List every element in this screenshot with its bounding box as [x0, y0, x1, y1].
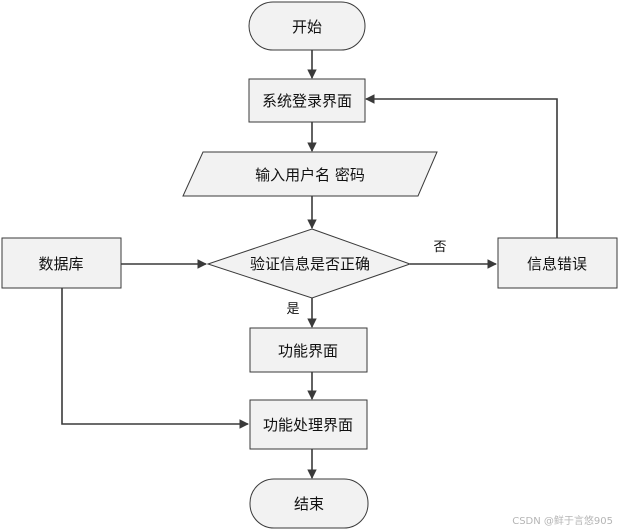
no-edge-label: 否 [433, 240, 446, 255]
verify-label: 验证信息是否正确 [250, 255, 370, 273]
start-terminal [248, 1, 366, 51]
yes-edge-label: 是 [286, 302, 299, 317]
database-label: 数据库 [38, 255, 83, 273]
login-box [248, 78, 366, 123]
function-process-label: 功能处理界面 [263, 416, 353, 434]
end-label: 结束 [294, 495, 324, 513]
verify-diamond [206, 228, 412, 299]
login-label: 系统登录界面 [262, 92, 352, 110]
function-label: 功能界面 [278, 342, 338, 360]
function-box [249, 327, 368, 373]
error-box [497, 237, 618, 289]
database-box [1, 237, 122, 289]
end-terminal [249, 478, 369, 529]
start-label: 开始 [292, 18, 322, 36]
input-label: 输入用户名 密码 [255, 166, 365, 184]
function-process-box [249, 399, 368, 450]
edge-database-to-process [61, 288, 249, 429]
watermark-text: CSDN @鲜于言悠905 [512, 514, 613, 527]
edge-error-to-login [365, 94, 558, 238]
error-label: 信息错误 [527, 255, 587, 273]
input-parallelogram [182, 151, 438, 197]
